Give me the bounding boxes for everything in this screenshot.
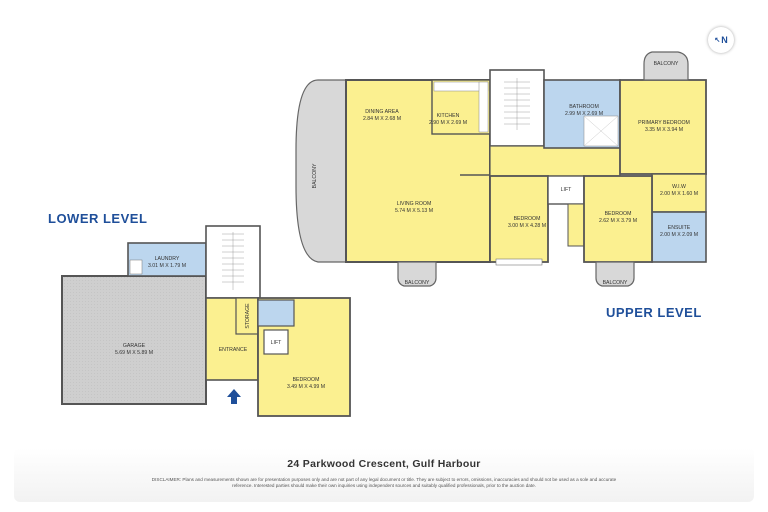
laundry-bench [129,259,143,275]
footer-band [14,448,754,502]
dims-wiw: 2.00 M X 1.60 M [660,191,698,197]
upper-level-plan: DINING AREA 2.84 M X 2.68 M KITCHEN 2.90… [295,51,707,287]
label-laundry: LAUNDRY [155,256,180,262]
compass-letter: N [721,35,728,45]
upper-level-title: UPPER LEVEL [606,305,702,320]
label-balcony-north: BALCONY [654,61,679,67]
dims-bedroom-1: 3.00 M X 4.28 M [508,223,546,229]
label-dining: DINING AREA [365,109,399,115]
garage-room [61,275,207,405]
dims-ensuite: 2.00 M X 2.09 M [660,232,698,238]
label-balcony-south-2: BALCONY [603,280,628,286]
dims-garage: 5.69 M X 5.89 M [115,350,153,356]
label-living: LIVING ROOM [397,201,432,207]
dims-primary-bedroom: 3.35 M X 3.94 M [645,127,683,133]
dims-dining: 2.84 M X 2.68 M [363,116,401,122]
property-address: 24 Parkwood Crescent, Gulf Harbour [287,458,481,470]
upper-bedroom-2 [583,175,653,263]
upper-bedroom-1 [489,175,549,263]
dims-laundry: 3.01 M X 1.79 M [148,263,186,269]
balcony-south-2 [595,261,635,287]
label-lower-lift: LIFT [271,340,282,346]
dims-bedroom-2: 2.62 M X 3.79 M [599,218,637,224]
ensuite-room [651,211,707,263]
dims-living: 5.74 M X 5.13 M [395,208,433,214]
north-arrow-icon: ↖ [714,37,721,44]
dims-lower-bedroom: 3.49 M X 4.99 M [287,384,325,390]
label-lower-bedroom: BEDROOM [293,377,320,383]
balcony-west [295,79,347,263]
label-garage: GARAGE [123,343,146,349]
compass-badge: ↖ N [708,27,734,53]
dims-bathroom: 2.99 M X 2.69 M [565,111,603,117]
dims-kitchen: 2.90 M X 2.69 M [429,120,467,126]
lower-level-title: LOWER LEVEL [48,211,148,226]
label-kitchen: KITCHEN [437,113,460,119]
entry-arrow-icon [227,389,241,404]
label-balcony-west: BALCONY [312,163,318,188]
label-storage: STORAGE [245,303,251,329]
upper-hallway [489,145,621,177]
label-balcony-south-1: BALCONY [405,280,430,286]
label-bedroom-1: BEDROOM [514,216,541,222]
balcony-south-1 [397,261,437,287]
disclaimer-text: DISCLAIMER: Plans and measurements shown… [151,477,617,488]
balcony-north [643,51,689,81]
label-primary-bedroom: PRIMARY BEDROOM [638,120,690,126]
label-bedroom-2: BEDROOM [605,211,632,217]
label-wiw: W.I.W [672,184,686,190]
label-bathroom: BATHROOM [569,104,599,110]
wiw-room [651,173,707,213]
label-entrance: ENTRANCE [219,347,248,353]
upper-lift [547,175,585,205]
label-ensuite: ENSUITE [668,225,691,231]
lower-level-plan: LAUNDRY 3.01 M X 1.79 M GARAGE 5.69 M X … [61,225,351,417]
label-upper-lift: LIFT [561,187,572,193]
